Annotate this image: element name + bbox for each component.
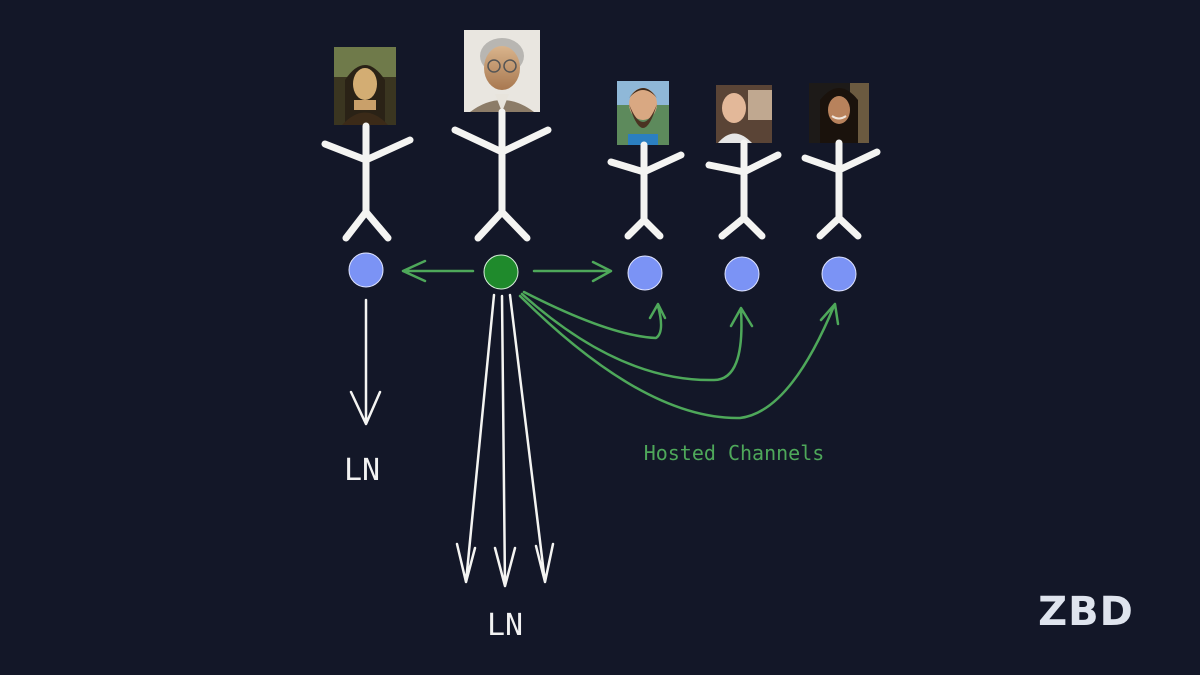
bearded-man-portrait	[617, 81, 669, 145]
stick-figure-1	[321, 122, 414, 242]
arrow-to-user-3	[532, 260, 613, 283]
arrow-center-to-ln-1	[455, 293, 496, 584]
stick-figure-2	[451, 108, 552, 242]
ln-label-left: LN	[344, 453, 380, 488]
user-node-5	[821, 256, 857, 292]
hosted-channel-arrows	[401, 259, 840, 420]
arrow-to-user-4-curve	[520, 292, 754, 382]
ln-label-center: LN	[487, 608, 523, 643]
zbd-logo: ZBD	[1038, 589, 1134, 635]
stick-figure-4	[705, 139, 782, 240]
older-man-glasses-portrait	[464, 30, 540, 112]
user-node-4	[724, 256, 760, 292]
stick-figure-3	[607, 141, 685, 240]
user-node-1	[348, 252, 384, 288]
user-node-3	[627, 255, 663, 291]
arrow-center-to-ln-2	[493, 294, 517, 588]
mona-lisa-portrait	[334, 47, 396, 125]
arrow-to-user-3-curve	[522, 290, 667, 340]
host-node	[483, 254, 519, 290]
ln-arrows	[349, 293, 555, 588]
young-man-portrait	[716, 85, 772, 143]
hosted-channels-label: Hosted Channels	[644, 441, 825, 465]
woman-portrait	[809, 83, 869, 143]
arrow-center-to-ln-3	[508, 293, 555, 584]
stick-figure-5	[801, 139, 881, 240]
arrow-to-user-5-curve	[518, 294, 840, 420]
arrow-to-left-user	[401, 259, 475, 283]
arrow-left-to-ln	[349, 298, 382, 426]
